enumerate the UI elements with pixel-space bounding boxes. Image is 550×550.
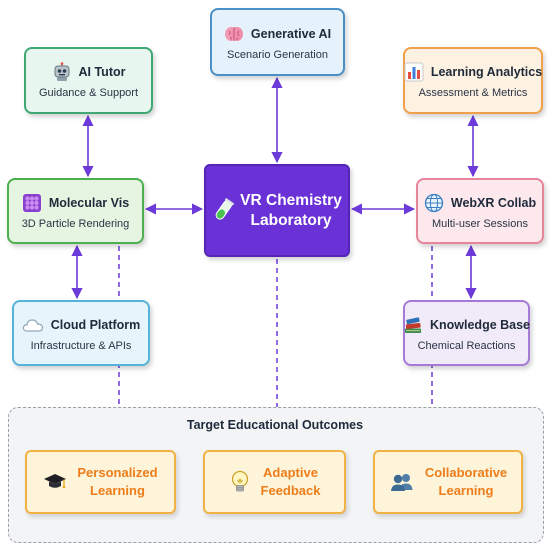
webxr-collab-subtitle: Multi-user Sessions [432, 217, 528, 230]
bar-chart-icon [404, 62, 424, 82]
molecular-vis-node[interactable]: Molecular Vis 3D Particle Rendering [7, 178, 144, 244]
outcome-collaborative-learning[interactable]: Collaborative Learning [373, 450, 523, 514]
outcome-adaptive-feedback[interactable]: Adaptive Feedback [203, 450, 346, 514]
cloud-platform-title: Cloud Platform [50, 317, 141, 332]
globe-icon [424, 193, 444, 213]
users-icon [389, 470, 415, 494]
learning-analytics-title: Learning Analytics [430, 65, 543, 79]
outcome-adaptive-line1: Adaptive [263, 465, 318, 480]
outcome-personalized-line2: Learning [90, 483, 145, 498]
outcome-personalized-learning[interactable]: Personalized Learning [25, 450, 176, 514]
cloud-platform-subtitle: Infrastructure & APIs [30, 339, 132, 352]
generative-ai-title: Generative AI [250, 26, 332, 41]
learning-analytics-subtitle: Assessment & Metrics [418, 87, 528, 99]
knowledge-base-title: Knowledge Base [429, 317, 531, 332]
generative-ai-node[interactable]: Generative AI Scenario Generation [210, 8, 345, 76]
brain-icon [224, 24, 244, 44]
molecular-vis-title: Molecular Vis [48, 195, 130, 210]
webxr-collab-title: WebXR Collab [450, 195, 537, 210]
cloud-icon [22, 315, 44, 335]
outcome-collaborative-line1: Collaborative [424, 465, 508, 480]
vr-chemistry-lab-node[interactable]: VR Chemistry Laboratory [204, 164, 350, 257]
particle-cube-icon [22, 193, 42, 213]
cloud-platform-node[interactable]: Cloud Platform Infrastructure & APIs [12, 300, 150, 366]
ai-tutor-node[interactable]: AI Tutor Guidance & Support [24, 47, 153, 114]
learning-analytics-node[interactable]: Learning Analytics Assessment & Metrics [403, 47, 543, 114]
molecular-vis-subtitle: 3D Particle Rendering [21, 217, 130, 230]
webxr-collab-node[interactable]: WebXR Collab Multi-user Sessions [416, 178, 544, 244]
robot-icon [52, 62, 72, 82]
books-icon [403, 315, 423, 335]
knowledge-base-subtitle: Chemical Reactions [417, 339, 516, 352]
lightbulb-icon [229, 469, 251, 495]
test-tube-icon [212, 197, 235, 224]
outcome-personalized-line1: Personalized [77, 465, 158, 480]
outcomes-title: Target Educational Outcomes [186, 418, 364, 432]
knowledge-base-node[interactable]: Knowledge Base Chemical Reactions [403, 300, 530, 366]
generative-ai-subtitle: Scenario Generation [227, 48, 328, 61]
outcome-collaborative-line2: Learning [438, 483, 494, 498]
ai-tutor-title: AI Tutor [78, 65, 126, 79]
graduation-cap-icon [43, 470, 67, 494]
outcome-adaptive-line2: Feedback [260, 483, 321, 498]
center-title-line1: VR Chemistry [240, 191, 342, 209]
center-title-line2: Laboratory [250, 211, 332, 229]
ai-tutor-subtitle: Guidance & Support [38, 87, 139, 99]
